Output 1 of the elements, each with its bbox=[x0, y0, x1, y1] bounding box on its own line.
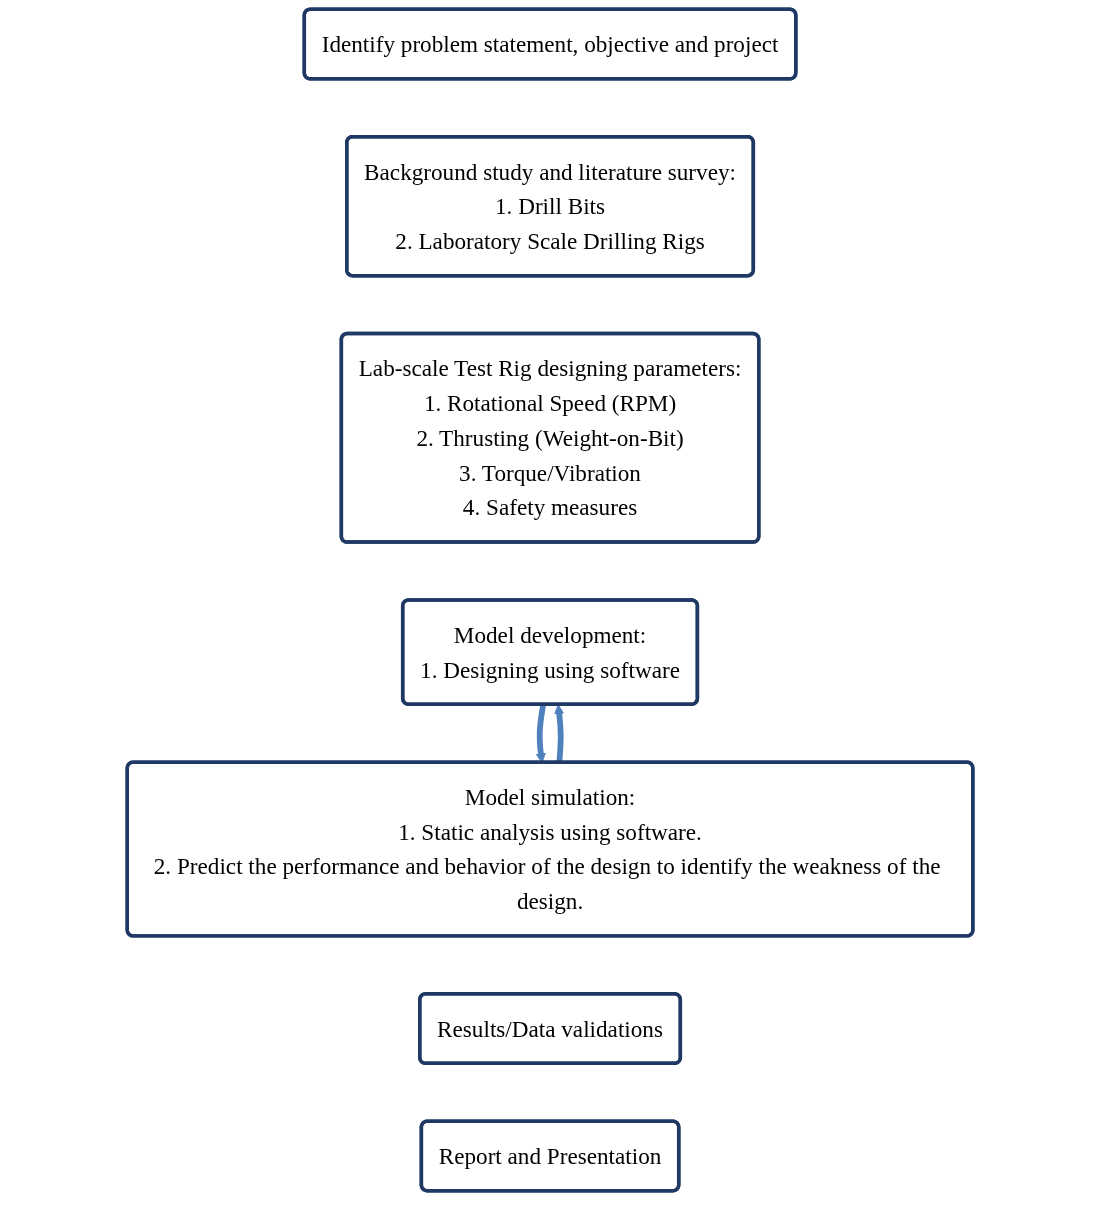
arrow bbox=[554, 704, 565, 763]
